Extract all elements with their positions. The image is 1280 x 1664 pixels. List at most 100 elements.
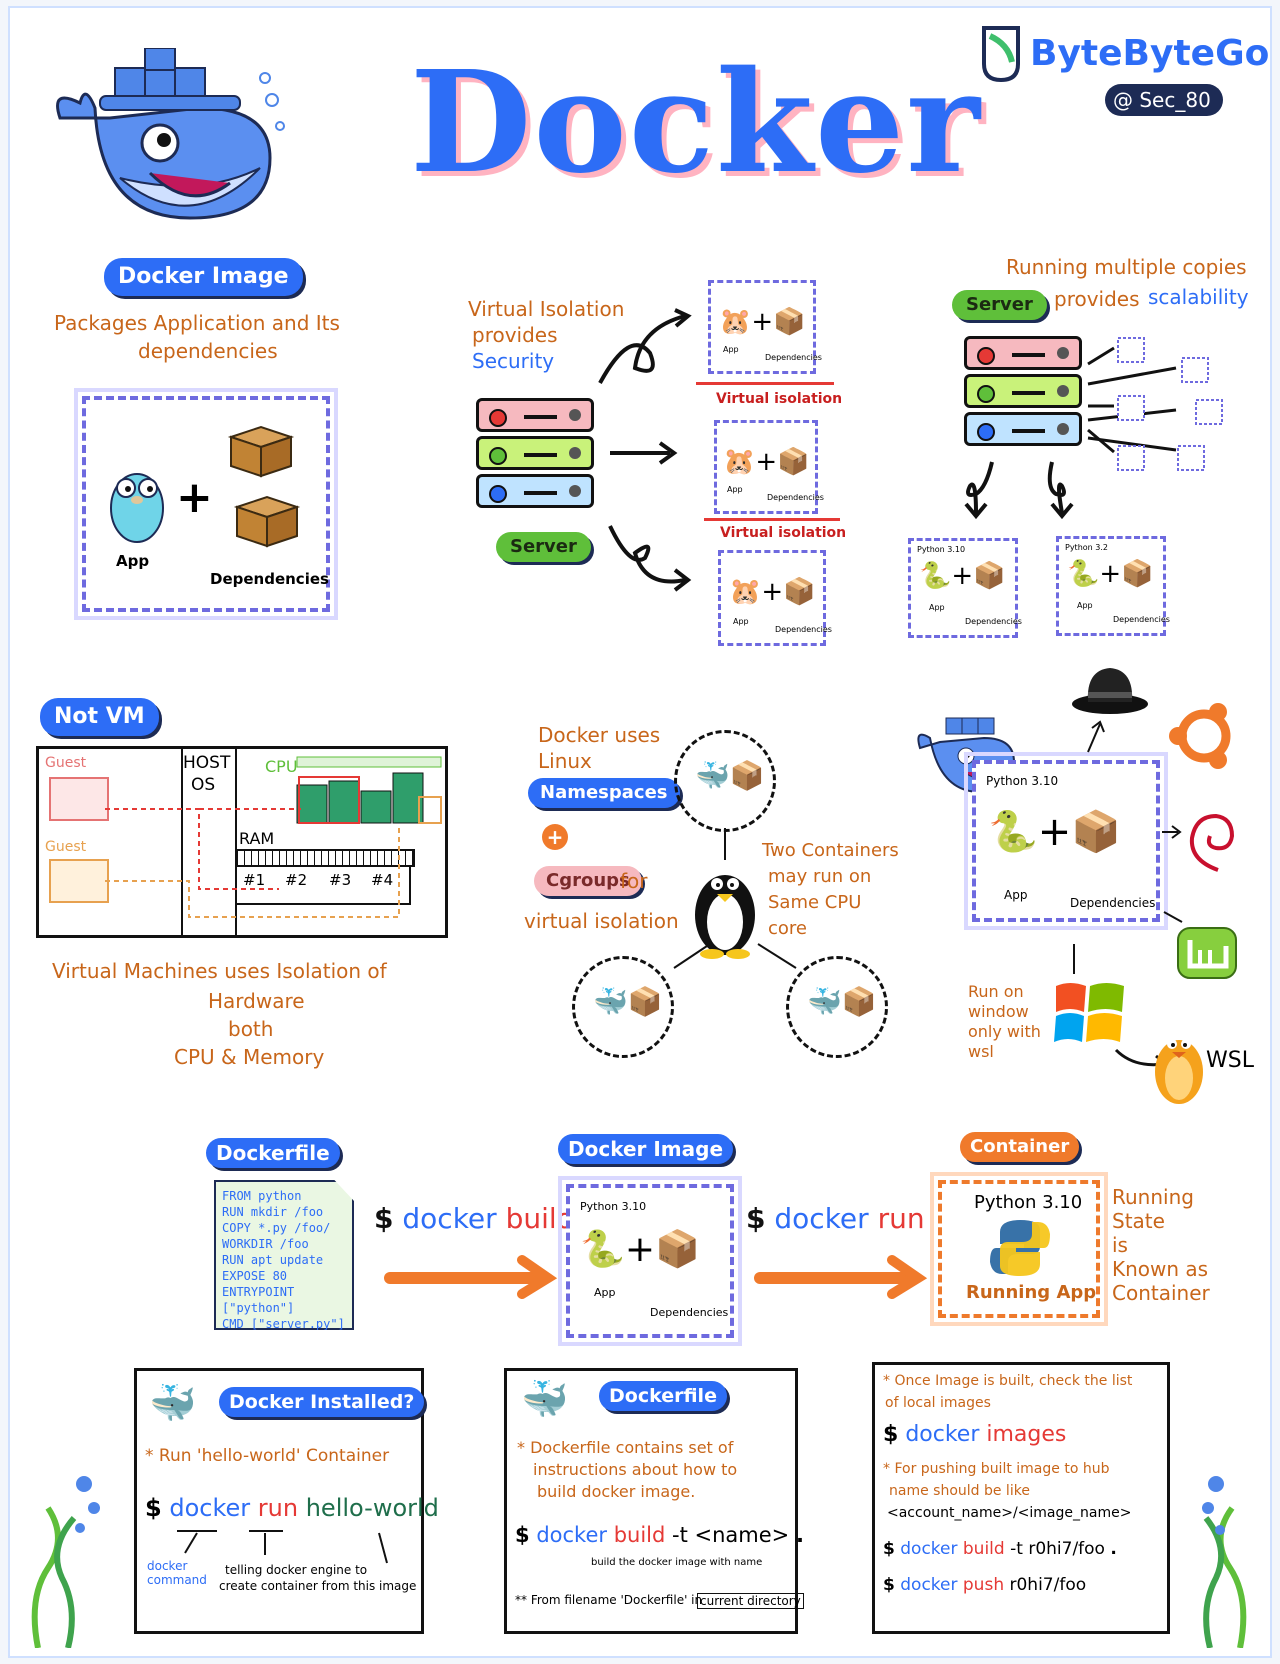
python-deps-icon: 🐍+📦 bbox=[988, 809, 1122, 855]
container-box: Python 3.10 Running App bbox=[930, 1172, 1108, 1326]
docker-build-command: $ docker build bbox=[374, 1202, 574, 1236]
cgroups-pill: Cgroups bbox=[534, 866, 642, 896]
arrows-icon bbox=[598, 308, 692, 592]
isolated-container-2: 🐹+📦 App Dependencies bbox=[714, 420, 824, 514]
label-docker-1: docker bbox=[147, 1559, 188, 1573]
server-row bbox=[964, 336, 1082, 370]
code-line: ENTRYPOINT ["python"] bbox=[222, 1285, 295, 1315]
cmd: docker bbox=[900, 1575, 958, 1595]
two-containers-line4: core bbox=[768, 918, 807, 939]
card-foot-2: current directory bbox=[697, 1593, 804, 1609]
python-deps-icon: 🐍+📦 bbox=[1067, 559, 1154, 589]
vm-caption-1: Virtual Machines uses Isolation of bbox=[52, 959, 387, 983]
cmd: docker bbox=[774, 1202, 869, 1235]
isolation-label-2: Virtual isolation bbox=[720, 525, 847, 541]
server-pill: Server bbox=[496, 532, 591, 562]
sub: build bbox=[962, 1539, 1005, 1559]
linux-line3: virtual isolation bbox=[524, 909, 679, 933]
state-line1: Running bbox=[1112, 1185, 1194, 1209]
code-line: RUN mkdir /foo bbox=[222, 1205, 324, 1219]
ram-label: RAM bbox=[239, 829, 275, 848]
prompt: $ bbox=[145, 1494, 162, 1522]
host-os-line1: HOST bbox=[183, 753, 231, 773]
mini-app-label: App bbox=[733, 617, 749, 626]
flow-deps-label: Dependencies bbox=[650, 1306, 729, 1319]
card-hint: build the docker image with name bbox=[591, 1557, 763, 1568]
ram-slot-3: #3 bbox=[329, 871, 352, 889]
annotation-arrows-icon bbox=[177, 1530, 388, 1564]
tux-penguin-icon bbox=[695, 875, 755, 959]
arg: r0hi7/foo bbox=[1009, 1575, 1087, 1595]
image-caption-line2: dependencies bbox=[138, 339, 278, 363]
python-container-2: Python 3.2 🐍+📦 App Dependencies bbox=[1056, 536, 1170, 636]
docker-build-tag-command: $ docker build -t r0hi7/foo . bbox=[883, 1537, 1117, 1561]
state-line2: State bbox=[1112, 1209, 1165, 1233]
windows-line1: Run on bbox=[968, 982, 1024, 1001]
prompt: $ bbox=[746, 1202, 766, 1235]
label-docker-2: command bbox=[147, 1573, 207, 1587]
down-arrows-icon bbox=[964, 461, 1074, 520]
label-engine-1: telling docker engine to bbox=[225, 1563, 368, 1577]
connector-lines-icon bbox=[673, 828, 797, 969]
sub: images bbox=[986, 1422, 1067, 1447]
docker-image-box: + App Dependencies bbox=[74, 388, 338, 620]
server-row bbox=[476, 436, 594, 470]
docker-run-command: $ docker run bbox=[746, 1202, 925, 1236]
card-note-3: build docker image. bbox=[537, 1482, 696, 1501]
dependencies-box-icon bbox=[227, 425, 295, 478]
fanout-arrows-icon bbox=[1087, 337, 1223, 471]
card-title: Docker Installed? bbox=[219, 1387, 425, 1417]
card-note-4: name should be like bbox=[889, 1483, 1030, 1499]
cmd: docker bbox=[900, 1539, 958, 1559]
docker-image-pill: Docker Image bbox=[104, 258, 303, 296]
docker-build-t-command: $ docker build -t <name> . bbox=[515, 1521, 804, 1549]
hello-world-command: $ docker run hello-world bbox=[145, 1493, 439, 1523]
seaweed-right-icon bbox=[1202, 1476, 1247, 1648]
vm-caption-4: CPU & Memory bbox=[174, 1045, 325, 1069]
isolated-container-1: 🐹+📦 App Dependencies bbox=[708, 280, 822, 374]
cmd: docker bbox=[402, 1202, 497, 1235]
container-circle-right: 🐳📦 bbox=[786, 956, 888, 1058]
container-icon: 🐳📦 bbox=[593, 985, 663, 1018]
gopher-app-icon bbox=[110, 473, 164, 543]
isolation-label-1: Virtual isolation bbox=[716, 391, 843, 407]
mini-deps-label: Dependencies bbox=[765, 353, 822, 362]
isolation-paths-icon bbox=[105, 808, 400, 918]
linux-mint-icon bbox=[1177, 927, 1237, 979]
python-logo-icon bbox=[990, 1220, 1050, 1276]
arg: r0hi7/foo bbox=[1028, 1539, 1105, 1559]
python-version-label: Python 3.2 bbox=[1065, 543, 1108, 552]
ubuntu-icon bbox=[1169, 703, 1231, 769]
code-line: WORKDIR /foo bbox=[222, 1237, 309, 1251]
scalability-line1: Running multiple copies bbox=[1006, 255, 1247, 279]
brand-handle-badge: @ Sec_80 bbox=[1105, 84, 1223, 116]
dot: . bbox=[1110, 1539, 1117, 1559]
guest-box-1 bbox=[49, 777, 109, 821]
card-foot-1: ** From filename 'Dockerfile' in bbox=[515, 1593, 703, 1607]
image-caption-line1: Packages Application and Its bbox=[54, 311, 340, 335]
card-note: * Run 'hello-world' Container bbox=[145, 1446, 390, 1466]
card-docker-installed: 🐳 Docker Installed? * Run 'hello-world' … bbox=[134, 1368, 439, 1634]
cpu-label: CPU bbox=[265, 757, 298, 776]
dockerfile-code: FROM python RUN mkdir /foo COPY *.py /fo… bbox=[214, 1180, 354, 1330]
sub: build bbox=[505, 1202, 575, 1235]
brand-name: ByteByteGo bbox=[1030, 33, 1270, 74]
mini-deps-label: Dependencies bbox=[775, 625, 832, 634]
flag: -t bbox=[1010, 1539, 1023, 1559]
prompt: $ bbox=[515, 1523, 530, 1547]
ram-slots bbox=[235, 865, 411, 905]
plus-text: + bbox=[546, 825, 564, 849]
card-note-1: * Dockerfile contains set of bbox=[517, 1438, 734, 1457]
seaweed-left-icon bbox=[31, 1476, 100, 1648]
isolation-divider bbox=[704, 518, 840, 521]
fedora-hat-icon bbox=[1072, 668, 1148, 714]
guest-label-2: Guest bbox=[45, 839, 87, 855]
mini-deps-label: Dependencies bbox=[965, 617, 1022, 626]
bytebytego-logo-icon bbox=[982, 26, 1020, 83]
windows-line3: only with bbox=[968, 1022, 1041, 1041]
code-line: RUN apt update bbox=[222, 1253, 324, 1267]
cmd: docker bbox=[536, 1523, 608, 1547]
vm-caption-2: Hardware bbox=[208, 989, 305, 1013]
prompt: $ bbox=[883, 1575, 895, 1595]
isolation-line3: Security bbox=[472, 349, 555, 373]
